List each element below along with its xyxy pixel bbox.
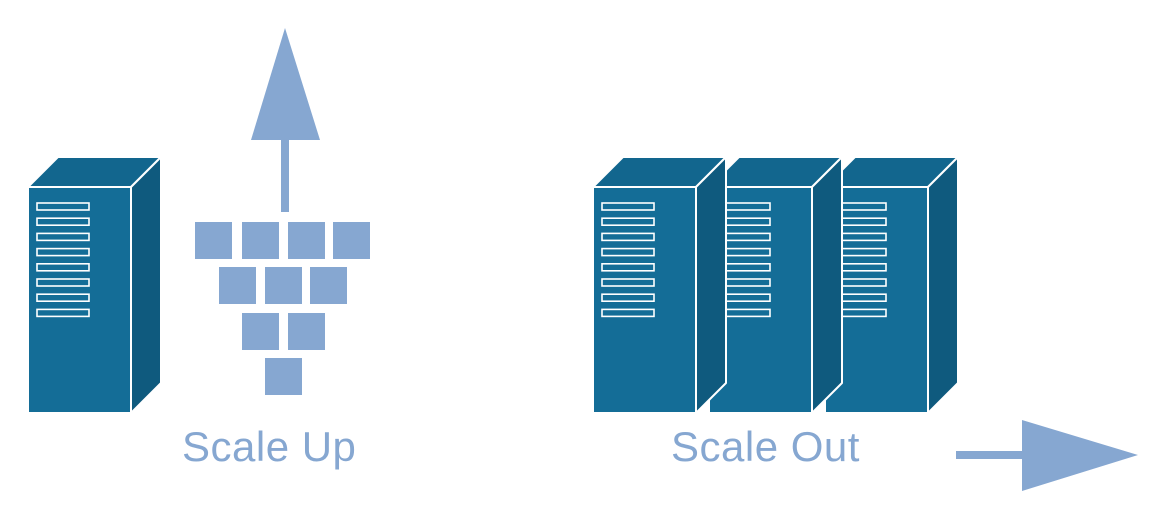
server-vent-slot xyxy=(36,308,90,318)
server-vent-slot xyxy=(36,278,90,287)
server-vent-slot xyxy=(601,232,655,242)
server-vent-slot xyxy=(36,247,90,257)
block xyxy=(265,358,302,395)
server-vent-slot xyxy=(36,217,90,226)
stacked-blocks-pyramid-icon xyxy=(195,222,370,395)
block xyxy=(242,313,279,350)
arrow-right-icon xyxy=(956,420,1138,491)
scale-out-label: Scale Out xyxy=(671,423,860,470)
server-vent-slot xyxy=(601,217,655,226)
server-vent-slot xyxy=(36,293,90,303)
server-vent-slot xyxy=(36,262,90,272)
server-vent-slot xyxy=(601,278,655,287)
server-vent-slot xyxy=(601,202,655,211)
server-side-face xyxy=(927,156,959,414)
server-front-face xyxy=(592,186,697,414)
server-vent-slot xyxy=(601,308,655,318)
scale-up-label: Scale Up xyxy=(182,423,357,470)
block xyxy=(195,222,232,259)
server-side-face xyxy=(695,156,727,414)
server-front-face xyxy=(27,186,132,414)
block xyxy=(288,313,325,350)
arrow-right-head xyxy=(1022,420,1138,491)
server-vent-slot xyxy=(601,247,655,257)
arrow-up-icon xyxy=(251,28,320,212)
server-side-face xyxy=(811,156,843,414)
server-vent-slot xyxy=(36,202,90,211)
block xyxy=(265,267,302,304)
server-side-face xyxy=(130,156,162,414)
server-tower-icon xyxy=(824,156,959,414)
server-tower-icon xyxy=(27,156,162,414)
block xyxy=(310,267,347,304)
block xyxy=(219,267,256,304)
server-tower-icon xyxy=(592,156,727,414)
block xyxy=(288,222,325,259)
block xyxy=(333,222,370,259)
server-tower-icon xyxy=(708,156,843,414)
server-vent-slot xyxy=(36,232,90,242)
arrow-up-head xyxy=(251,28,320,140)
server-vent-slot xyxy=(601,262,655,272)
arrow-right-shaft xyxy=(956,451,1026,459)
block xyxy=(242,222,279,259)
server-vent-slot xyxy=(601,293,655,303)
arrow-up-shaft xyxy=(281,138,289,212)
